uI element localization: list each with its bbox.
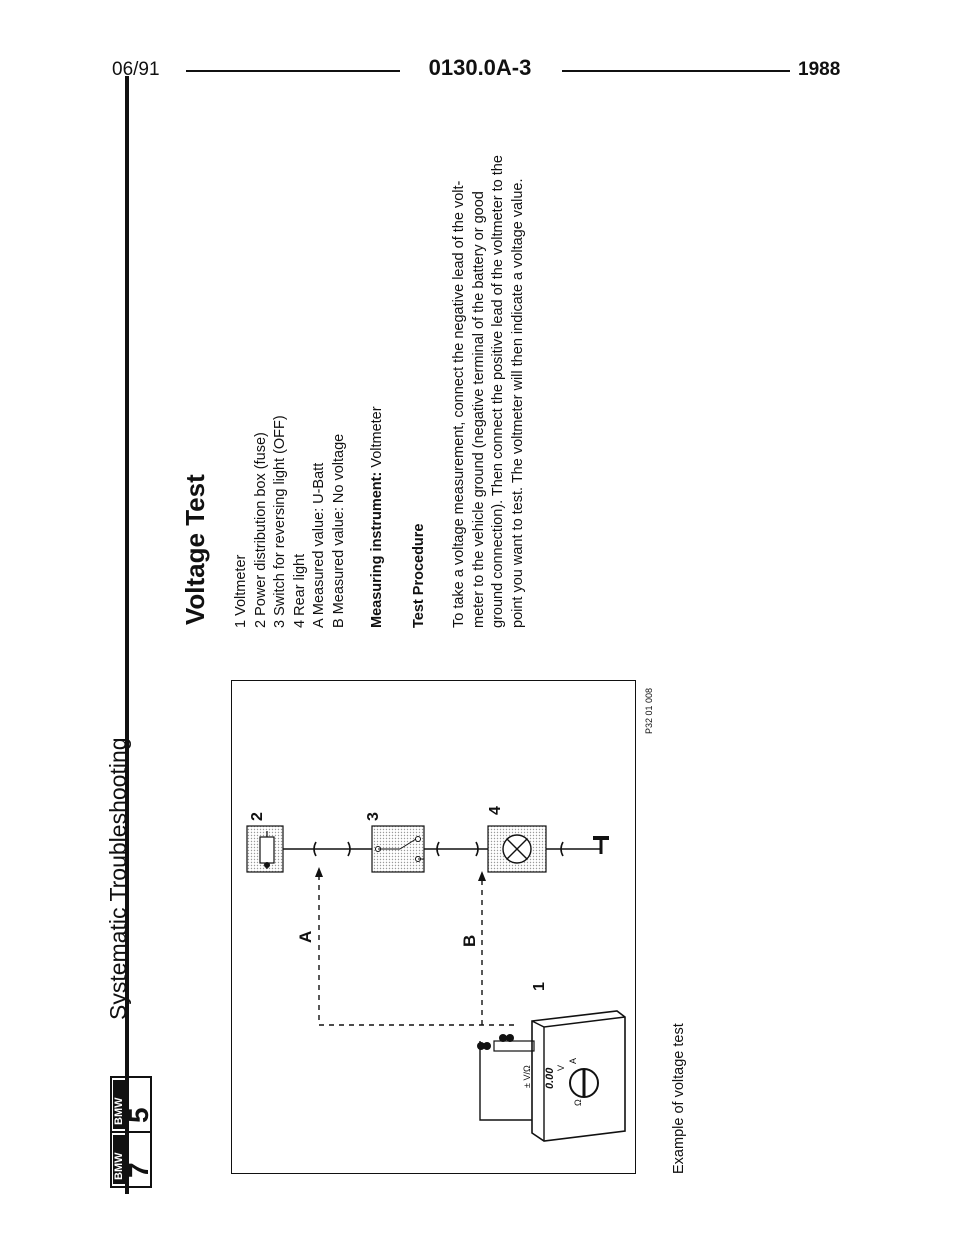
- page-title: Voltage Test: [180, 474, 210, 625]
- logo-brand-right: BMW: [113, 1152, 125, 1180]
- legend-item: 3 Switch for reversing light (OFF): [272, 415, 288, 628]
- test-procedure-body: To take a voltage measurement, connect t…: [450, 155, 528, 628]
- legend-item: 4 Rear light: [291, 553, 308, 628]
- header-doc-number: 0130.0A-3: [428, 55, 532, 80]
- legend-item: B Measured value: No voltage: [330, 433, 347, 628]
- legend-item: 2 Power distribution box (fuse): [252, 432, 269, 628]
- header-rule-right: [562, 70, 790, 72]
- ground-symbol-light: [593, 836, 609, 854]
- figure-reference-code: P32 01 008: [644, 687, 654, 734]
- logo-number-right: 7: [123, 1162, 152, 1178]
- label-b: B: [460, 935, 479, 947]
- label-1: 1: [531, 982, 548, 991]
- logo-number-left: 5: [123, 1107, 152, 1123]
- wire-fuse-switch: [283, 841, 372, 857]
- voltmeter: ± V/Ω 0.00 V A Ω: [477, 1010, 626, 1142]
- header-date: 06/91: [112, 59, 160, 80]
- fuse-box: [246, 825, 284, 873]
- meter-display: 0.00: [544, 1067, 556, 1089]
- label-a: A: [296, 931, 315, 943]
- test-procedure-heading: Test Procedure: [411, 523, 427, 629]
- meter-mode-top: ± V/Ω: [522, 1065, 532, 1088]
- meter-mode-v: V: [556, 1065, 566, 1071]
- legend-list: 1 Voltmeter 2 Power distribution box (fu…: [232, 415, 349, 628]
- probe-arrow-a: [315, 867, 323, 877]
- procedure-line: point you want to test. The voltmeter wi…: [509, 178, 526, 629]
- probe-arrow-b: [478, 871, 486, 881]
- legend-item: 1 Voltmeter: [233, 554, 249, 628]
- label-2: 2: [249, 812, 266, 821]
- legend-item: A Measured value: U-Batt: [311, 462, 327, 628]
- procedure-line: To take a voltage measurement, connect t…: [451, 180, 467, 628]
- measuring-instrument: Measuring instrument: Voltmeter: [368, 406, 387, 628]
- rear-light: [487, 825, 547, 873]
- label-3: 3: [365, 812, 382, 821]
- procedure-line: meter to the vehicle ground (negative te…: [470, 191, 487, 628]
- margin-rule: [125, 76, 129, 1194]
- wire-light-ground: [546, 841, 601, 857]
- meter-mode-a: A: [568, 1058, 578, 1064]
- measuring-instrument-label: Measuring instrument:: [369, 471, 385, 628]
- voltage-test-diagram: ± V/Ω 0.00 V A Ω: [231, 680, 636, 1174]
- label-4: 4: [487, 806, 504, 815]
- wire-switch-light: [424, 841, 488, 857]
- header-rule-left: [186, 70, 400, 72]
- header-year: 1988: [798, 59, 841, 80]
- logo-brand-left: BMW: [113, 1097, 125, 1125]
- section-title: Systematic Troubleshooting: [105, 737, 131, 1020]
- reversing-light-switch: [371, 825, 425, 873]
- procedure-line: ground connection). Then connect the pos…: [490, 155, 506, 628]
- meter-mode-ohm: Ω: [573, 1099, 583, 1106]
- measurement-lead-dashed: [318, 873, 514, 1026]
- bmw-model-logo: BMW BMW 5 7: [110, 1076, 154, 1188]
- figure-caption: Example of voltage test: [671, 1023, 687, 1174]
- measuring-instrument-value: Voltmeter: [369, 406, 385, 472]
- diagram-canvas: ± V/Ω 0.00 V A Ω: [246, 806, 626, 1142]
